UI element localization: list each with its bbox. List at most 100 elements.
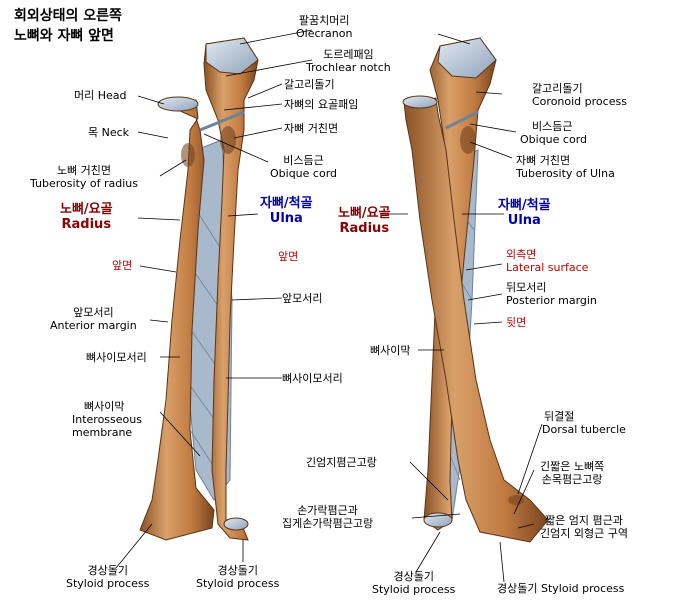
label-trochlear-notch: 도르레패임 Trochlear notch: [306, 48, 391, 74]
dorsal-tubercle-mark: [508, 495, 524, 505]
label-coronoid: 갈고리돌기: [284, 78, 335, 91]
label-interosseous-margin-left-text: 뼈사이모서리: [86, 351, 147, 364]
label-anterior-margin-right-text: 앞모서리: [282, 292, 323, 305]
label-neck-text: 목 Neck: [88, 126, 130, 139]
label-posterior-margin-en: Posterior margin: [506, 294, 597, 307]
label-ecrl-ecrb-groove: 긴짧은 노뼈쪽 손목폄근고랑: [540, 460, 604, 486]
label-posterior-margin: 뒤모서리 Posterior margin: [506, 281, 597, 307]
label-ulna-tuberosity-back-en: Tuberosity of Ulna: [516, 167, 615, 180]
label-ulna-back-en: Ulna: [507, 213, 541, 228]
label-radius-tuberosity: 노뼈 거친면 Tuberosity of radius: [30, 164, 138, 190]
label-radius-tuberosity-ko: 노뼈 거친면: [56, 164, 112, 177]
label-epb-apl: 짧은 엄지 폄근과 긴엄지 외형근 구역: [540, 514, 628, 540]
radius-head-front: [157, 96, 199, 112]
label-anterior-surface-left-text: 앞면: [112, 259, 133, 272]
label-radius-front-en: Radius: [61, 217, 112, 232]
label-ulna-tuberosity-front: 자뼈 거친면: [284, 122, 338, 135]
label-oblique-back-ko: 비스듬근: [532, 120, 573, 133]
ulna-head-front: [223, 517, 249, 531]
label-ecrl-line1: 긴짧은 노뼈쪽: [540, 460, 605, 473]
label-trochlear-ko: 도르레패임: [323, 48, 374, 61]
label-trochlear-en: Trochlear notch: [306, 61, 391, 74]
label-anterior-surface-right: 앞면: [278, 250, 298, 263]
figure-title: 회외상태의 오른쪽 노뼈와 자뼈 앞면: [14, 6, 122, 46]
label-epl-text: 긴엄지폄근고랑: [306, 456, 377, 469]
label-anterior-margin-right: 앞모서리: [282, 292, 322, 305]
olecranon-front: [205, 37, 259, 75]
label-interosseous-margin-right-text: 뼈사이모서리: [282, 372, 343, 385]
label-ulna-front-en: Ulna: [269, 211, 303, 226]
label-dorsal-tubercle-ko: 뒤결절: [544, 410, 575, 423]
label-coronoid-back-en: Coronoid process: [532, 95, 627, 108]
label-ulna-back-ko: 자뼈/척골: [498, 198, 551, 213]
label-radial-notch-ko: 자뼈의 요골패임: [284, 98, 359, 111]
label-lateral-surface: 외측면 Lateral surface: [506, 248, 588, 274]
label-olecranon-ko: 팔꿈치머리: [298, 14, 350, 27]
label-styloid-back-left-ko: 경상돌기: [393, 570, 434, 583]
back-view: [402, 37, 549, 543]
label-styloid-right: 경상돌기 Styloid process: [196, 564, 279, 590]
label-ed-line2: 집게손가락폄근고랑: [282, 517, 374, 530]
label-radius-tuberosity-en: Tuberosity of radius: [30, 177, 138, 190]
label-coronoid-ko: 갈고리돌기: [284, 78, 335, 91]
label-radius-front-ko: 노뼈/요골: [60, 202, 113, 217]
title-line-2: 노뼈와 자뼈 앞면: [14, 28, 114, 44]
label-interosseous-margin-left: 뼈사이모서리: [86, 351, 147, 364]
label-ed-line1: 손가락폄근과: [297, 504, 358, 517]
label-styloid-left: 경상돌기 Styloid process: [66, 564, 149, 590]
label-head-text: 머리 Head: [74, 89, 127, 102]
label-styloid-back-right: 경상돌기 Styloid process: [497, 582, 624, 595]
label-epl-groove: 긴엄지폄근고랑: [306, 456, 377, 469]
label-styloid-left-en: Styloid process: [66, 577, 150, 590]
label-interosseous-membrane-en2: membrane: [72, 426, 133, 439]
label-ulna-front-ko: 자뼈/척골: [260, 196, 313, 211]
label-epb-line2: 긴엄지 외형근 구역: [540, 527, 628, 540]
label-posterior-surface: 뒷면: [506, 316, 526, 329]
label-epb-line1: 짧은 엄지 폄근과: [545, 514, 623, 527]
label-anterior-margin-left-en: Anterior margin: [50, 319, 137, 332]
label-ulna-back: 자뼈/척골 Ulna: [498, 198, 551, 228]
label-oblique-front-en: Obique cord: [270, 167, 338, 180]
label-interosseous-membrane: 뼈사이막 Interosseous membrane: [72, 400, 142, 439]
label-radius-front: 노뼈/요골 Radius: [60, 202, 113, 232]
label-ulna-tuberosity-back-ko: 자뼈 거친면: [516, 154, 571, 167]
label-styloid-right-en: Styloid process: [196, 577, 280, 590]
label-olecranon-en: Olecranon: [296, 27, 353, 40]
label-anterior-margin-left: 앞모서리 Anterior margin: [50, 306, 137, 332]
label-radial-notch: 자뼈의 요골패임: [284, 98, 358, 111]
label-radius-back-ko: 노뼈/요골: [338, 206, 391, 221]
label-interosseous-membrane-en1: Interosseous: [72, 413, 142, 426]
label-ulna-front: 자뼈/척골 Ulna: [260, 196, 313, 226]
label-styloid-back-left: 경상돌기 Styloid process: [372, 570, 455, 596]
label-ed-ei-groove: 손가락폄근과 집게손가락폄근고랑: [282, 504, 373, 530]
label-oblique-front-ko: 비스듬근: [283, 154, 324, 167]
label-interosseous-margin-right: 뼈사이모서리: [282, 372, 343, 385]
oblique-cord-front: [199, 110, 245, 132]
label-ulna-tuberosity-front-ko: 자뼈 거친면: [284, 122, 339, 135]
radius-head-back: [402, 95, 438, 109]
label-posterior-margin-ko: 뒤모서리: [506, 281, 547, 294]
ulna-tuberosity-back-mark: [460, 126, 476, 154]
oblique-cord-back: [445, 110, 479, 130]
title-line-1: 회외상태의 오른쪽: [14, 8, 122, 24]
label-oblique-cord-front: 비스듬근 Obique cord: [270, 154, 337, 180]
label-radius-back: 노뼈/요골 Radius: [338, 206, 391, 236]
label-posterior-surface-text: 뒷면: [506, 316, 527, 329]
label-coronoid-back-ko: 갈고리돌기: [532, 82, 583, 95]
label-dorsal-tubercle-en: Dorsal tubercle: [542, 423, 626, 436]
label-interosseous-membrane-ko: 뼈사이막: [84, 400, 125, 413]
label-oblique-back-en: Obique cord: [520, 133, 588, 146]
label-interosseous-membrane-back: 뼈사이막: [370, 344, 410, 357]
label-neck: 목 Neck: [88, 126, 129, 139]
leader-lines: [115, 29, 543, 583]
label-styloid-back-left-en: Styloid process: [372, 583, 456, 596]
label-anterior-margin-left-ko: 앞모서리: [73, 306, 114, 319]
label-olecranon: 팔꿈치머리 Olecranon: [296, 14, 352, 40]
label-styloid-back-right-text: 경상돌기 Styloid process: [497, 582, 625, 595]
radius-tuberosity-mark: [181, 143, 195, 167]
label-radius-back-en: Radius: [339, 221, 390, 236]
olecranon-back: [437, 37, 497, 79]
label-dorsal-tubercle: 뒤결절 Dorsal tubercle: [542, 410, 626, 436]
label-anterior-surface-right-text: 앞면: [278, 250, 299, 263]
label-lateral-surface-ko: 외측면: [506, 248, 537, 261]
